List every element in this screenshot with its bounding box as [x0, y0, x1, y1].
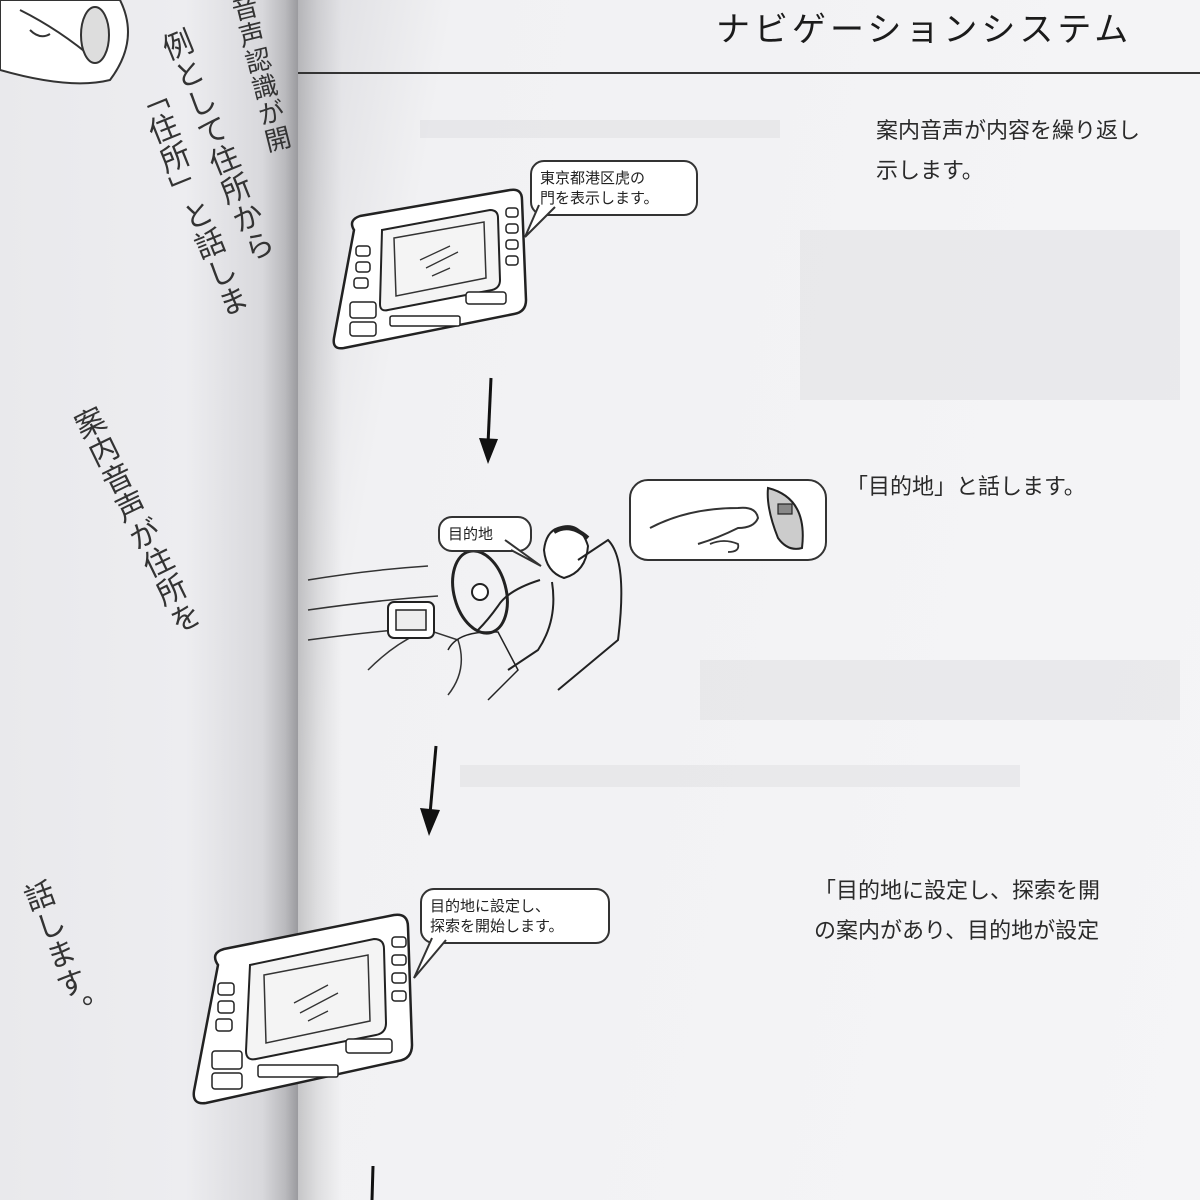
bleed-through — [460, 765, 1020, 787]
bubble-tail — [413, 937, 447, 979]
step-description: 「目的地に設定し、探索を開 の案内があり、目的地が設定 — [814, 872, 1100, 952]
steering-switch-inset-icon — [0, 0, 129, 85]
speech-bubble: 目的地 — [438, 516, 532, 552]
bubble-text: 東京都港区虎の — [540, 169, 646, 187]
bubble-text: 目的地に設定し、 — [430, 897, 551, 915]
description-line: 案内音声が内容を繰り返し — [876, 119, 1141, 144]
driver-illustration — [307, 525, 623, 701]
page-title: ナビゲーションシステム — [716, 10, 1133, 50]
bleed-through — [700, 660, 1180, 720]
description-line: 「目的地」と話します。 — [846, 475, 1086, 500]
step-description: 「目的地」と話します。 — [846, 468, 1086, 508]
description-line: 「目的地に設定し、探索を開 — [814, 879, 1101, 904]
bubble-text: 目的地 — [448, 525, 494, 543]
arrow-down-icon — [370, 1165, 375, 1200]
header-rule — [298, 72, 1200, 74]
description-line: 示します。 — [876, 159, 984, 184]
bubble-tail — [524, 204, 556, 238]
speech-bubble: 東京都港区虎の 門を表示します。 — [530, 160, 698, 216]
speech-bubble: 目的地に設定し、 探索を開始します。 — [420, 888, 610, 944]
bleed-through — [420, 120, 780, 138]
step-description: 案内音声が内容を繰り返し 示します。 — [876, 112, 1140, 192]
description-line: の案内があり、目的地が設定 — [814, 919, 1100, 944]
arrow-down-icon — [479, 377, 498, 464]
voice-button-inset-icon — [629, 479, 827, 561]
bubble-tail — [504, 539, 542, 567]
bubble-text: 門を表示します。 — [540, 189, 659, 207]
bubble-text: 探索を開始します。 — [430, 917, 564, 935]
navi-display-icon — [332, 188, 528, 350]
bleed-through — [800, 230, 1180, 400]
arrow-down-icon — [420, 745, 440, 836]
navi-display-icon — [192, 913, 414, 1105]
